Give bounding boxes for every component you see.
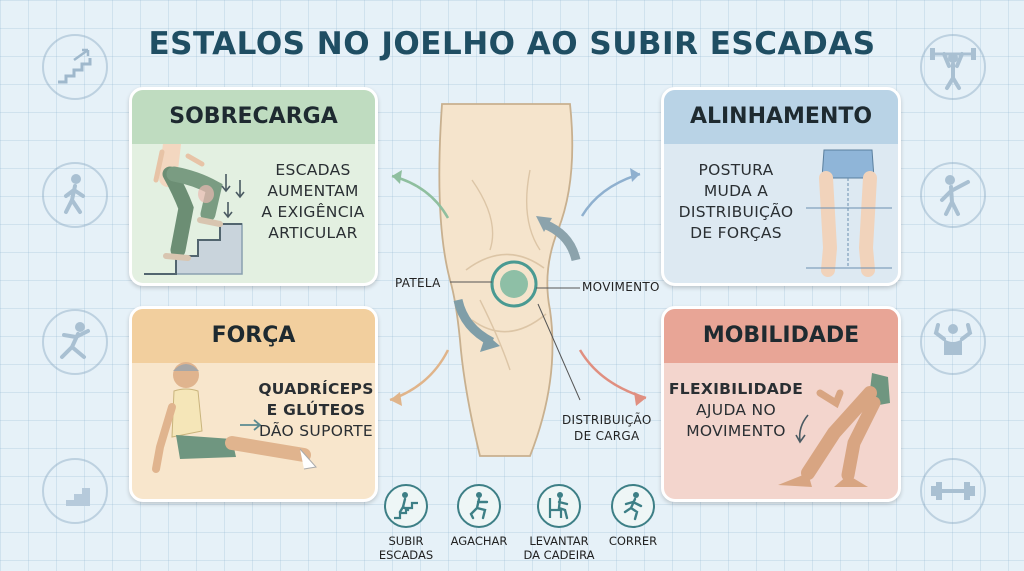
card-mobilidade: MOBILIDADE FLEXIBILIDADE AJUDA NO MOVIME… [661,306,901,502]
leg-alignment-illustration [806,149,892,277]
chair-stand-icon [537,484,581,528]
card-mobilidade-heading: MOBILIDADE [664,309,898,363]
stairs-climb-icon [384,484,428,528]
seated-leg-raise-illustration [152,362,317,473]
card-sobrecarga-heading: SOBRECARGA [132,90,375,144]
knee-illustration [438,103,581,457]
card-mobilidade-text: FLEXIBILIDADE AJUDA NO MOVIMENTO [668,380,804,440]
stair-climbing-illustration [144,144,245,275]
label-distribuicao-carga: DISTRIBUIÇÃO DE CARGA [562,413,652,443]
stretching-person-icon [42,309,108,375]
card-alinhamento: ALINHAMENTO POSTURA MUDA A DISTRIBUIÇÃO … [661,87,901,286]
arm-raise-person-icon [920,162,986,228]
muscle-flex-icon [920,309,986,375]
card-sobrecarga-text: ESCADAS AUMENTAM A EXIGÊNCIA ARTICULAR [261,161,365,242]
label-movimento: MOVIMENTO [582,280,660,294]
activity-agachar: AGACHAR [438,484,520,548]
weightlifter-icon [920,34,986,100]
label-patela: PATELA [395,276,441,290]
walking-person-icon [42,162,108,228]
dumbbell-icon [920,458,986,524]
card-sobrecarga: SOBRECARGA ESCADAS AUMENTAM A EXIGÊNCIA … [129,87,378,286]
run-icon [611,484,655,528]
card-alinhamento-text: POSTURA MUDA A DISTRIBUIÇÃO DE FORÇAS [678,161,794,242]
card-forca-heading: FORÇA [132,309,375,363]
card-alinhamento-heading: ALINHAMENTO [664,90,898,144]
page-title: ESTALOS NO JOELHO AO SUBIR ESCADAS [148,26,876,62]
leg-stretch-illustration [778,373,890,487]
stairs-icon-bottom [42,458,108,524]
stairs-icon [42,34,108,100]
activity-correr: CORRER [592,484,674,548]
card-forca: FORÇA QUADRÍCEPS E GLÚTEOS DÃO SUPORTE [129,306,378,502]
squat-icon [457,484,501,528]
card-forca-text: QUADRÍCEPS E GLÚTEOS DÃO SUPORTE [258,380,374,440]
